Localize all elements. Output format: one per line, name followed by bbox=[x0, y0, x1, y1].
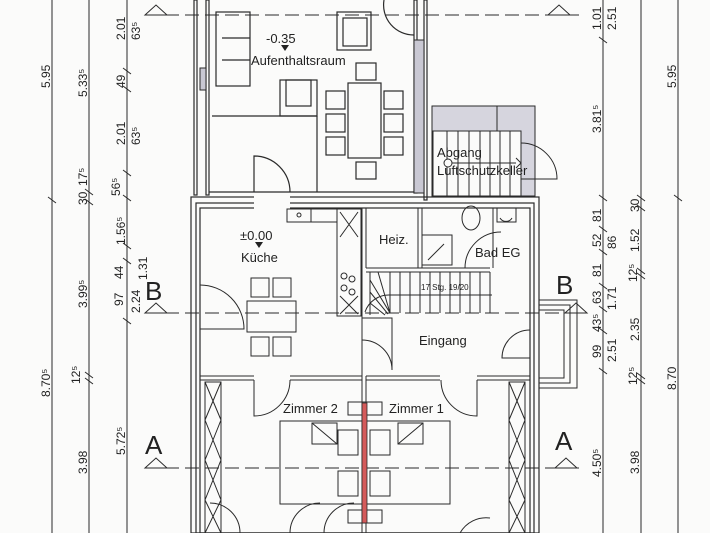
dim-right-inner-5: 81 bbox=[590, 263, 604, 277]
dim-left-inner-3: 49 bbox=[114, 74, 128, 88]
dim-left-outer-1: 5.95 bbox=[39, 64, 53, 88]
section-marker-b-right: B bbox=[556, 270, 574, 300]
dim-right-mid-1: 2.51 bbox=[605, 6, 619, 30]
level-kueche: ±0.00 bbox=[240, 228, 273, 243]
dim-left-inner-8: 44 bbox=[112, 265, 126, 279]
dim-right-inner-3: 81 bbox=[590, 208, 604, 222]
dim-right-inner-4: 52 bbox=[590, 233, 604, 247]
room-label-eingang: Eingang bbox=[419, 333, 467, 348]
dim-right-inner-1: 1.01 bbox=[590, 6, 604, 30]
dim-left-mid-3: 17⁵ bbox=[76, 167, 90, 186]
room-label-aufenthaltsraum: Aufenthaltsraum bbox=[251, 53, 346, 68]
dim-left-inner-1: 2.01 bbox=[114, 16, 128, 40]
dim-left-inner-6: 56⁵ bbox=[109, 177, 123, 196]
dim-right-mid-3: 1.52 bbox=[628, 228, 642, 252]
dim-right-inner-2: 3.81⁵ bbox=[590, 104, 604, 133]
red-partition-wall bbox=[361, 402, 368, 524]
room-label-zimmer2: Zimmer 2 bbox=[283, 401, 338, 416]
dim-right-mid-9: 12⁵ bbox=[626, 366, 640, 385]
room-label-abgang: Abgang bbox=[437, 145, 482, 160]
dim-right-mid-5: 12⁵ bbox=[626, 263, 640, 282]
section-marker-a-left: A bbox=[145, 430, 163, 460]
dim-right-mid-4: 86 bbox=[605, 235, 619, 249]
dim-left-mid-5: 12⁵ bbox=[69, 365, 83, 384]
dim-left-mid-4: 3.99⁵ bbox=[76, 279, 90, 308]
room-label-bad: Bad EG bbox=[475, 245, 521, 260]
dim-right-outer-1: 5.95 bbox=[665, 64, 679, 88]
dim-right-mid-2: 30 bbox=[628, 198, 642, 212]
dim-right-mid-6: 1.71 bbox=[605, 286, 619, 310]
dim-right-inner-8: 99 bbox=[590, 344, 604, 358]
dim-right-mid-7: 2.35 bbox=[628, 317, 642, 341]
dim-left-inner-7: 1.56⁵ bbox=[114, 216, 128, 245]
dim-right-inner-6: 63 bbox=[590, 290, 604, 304]
dim-left-inner-4: 2.01 bbox=[114, 121, 128, 145]
dim-left-mid-1: 5.33⁵ bbox=[76, 68, 90, 97]
level-aufenthaltsraum: -0.35 bbox=[266, 31, 296, 46]
dim-left-inner-5: 63⁵ bbox=[129, 126, 143, 145]
dim-right-outer-2: 8.70 bbox=[665, 366, 679, 390]
dim-left-inner-11: 2.24 bbox=[129, 289, 143, 313]
dim-left-inner-9: 1.31 bbox=[136, 256, 150, 280]
room-label-kueche: Küche bbox=[241, 250, 278, 265]
dim-left-inner-12: 5.72⁵ bbox=[114, 426, 128, 455]
room-label-luftschutzkeller: Luftschutzkeller bbox=[437, 163, 528, 178]
dim-left-mid-6: 3.98 bbox=[76, 450, 90, 474]
section-marker-a-right: A bbox=[555, 426, 573, 456]
dim-left-mid-2: 30 bbox=[76, 191, 90, 205]
dim-right-inner-7: 43⁵ bbox=[590, 313, 604, 332]
stairs-label: 17 Stg. 19/20 bbox=[421, 283, 469, 292]
dim-left-inner-10: 97 bbox=[112, 292, 126, 306]
room-label-heizung: Heiz. bbox=[379, 232, 409, 247]
dim-left-outer-2: 8.70⁵ bbox=[39, 368, 53, 397]
dim-left-inner-2: 63⁵ bbox=[129, 21, 143, 40]
dim-right-mid-8: 2.51 bbox=[605, 338, 619, 362]
dim-right-inner-9: 4.50⁵ bbox=[590, 448, 604, 477]
dim-right-mid-10: 3.98 bbox=[628, 450, 642, 474]
room-label-zimmer1: Zimmer 1 bbox=[389, 401, 444, 416]
section-marker-b-left: B bbox=[145, 276, 163, 306]
